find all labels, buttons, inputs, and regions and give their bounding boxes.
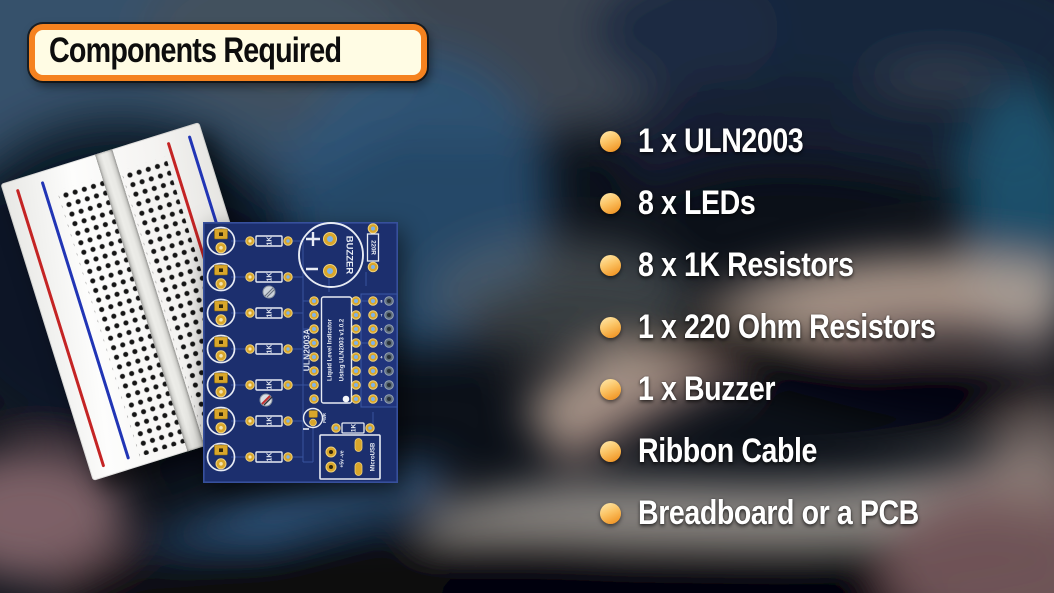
- page-title: Components Required: [49, 31, 342, 70]
- pwr-label: PWR: [322, 413, 327, 423]
- list-item: 1 x ULN2003: [600, 110, 992, 172]
- bullet-icon: [600, 130, 621, 152]
- list-item-label: Breadboard or a PCB: [638, 493, 919, 532]
- pcb-header-extension: 8 7 6 5 4 3 2 1: [368, 296, 394, 404]
- title-badge: Components Required: [29, 24, 428, 81]
- resistor-label: 1K: [267, 237, 274, 246]
- resistor-label: 1K: [267, 309, 274, 318]
- board-title-line2: Using ULN2003 v1.0.2: [340, 318, 346, 381]
- pin-number: 2: [381, 383, 383, 387]
- list-item: Ribbon Cable: [600, 420, 992, 482]
- buzzer-label: BUZZER: [343, 236, 354, 275]
- pin-number: 7: [381, 313, 383, 317]
- ic-label: ULN2003A: [301, 329, 311, 372]
- pcb-buzzer-footprint: BUZZER: [298, 222, 364, 288]
- bullet-icon: [600, 192, 621, 214]
- pcb-bottom-resistor: 1K: [331, 422, 375, 434]
- list-item-label: 1 x ULN2003: [638, 121, 804, 160]
- bullet-icon: [600, 254, 621, 276]
- list-item: 1 x Buzzer: [600, 358, 992, 420]
- bullet-icon: [600, 440, 621, 462]
- resistor-label: 1K: [267, 345, 274, 354]
- pin-number: 1: [381, 397, 383, 401]
- resistor-label: 1K: [351, 424, 358, 433]
- list-item-label: Ribbon Cable: [638, 431, 818, 470]
- list-item: Breadboard or a PCB: [600, 482, 992, 544]
- list-item: 8 x LEDs: [600, 172, 992, 234]
- pcb-ic-area: ULN2003A Liquid Level Indicator Using UL…: [301, 296, 361, 404]
- pcb-220r-footprint: 220R: [366, 223, 380, 273]
- usb-label: MicroUSB: [371, 442, 377, 471]
- list-item: 1 x 220 Ohm Resistors: [600, 296, 992, 358]
- board-title-line1: Liquid Level Indicator: [328, 318, 334, 381]
- list-item: 8 x 1K Resistors: [600, 234, 992, 296]
- list-item-label: 1 x Buzzer: [638, 369, 776, 408]
- resistor-label: 1K: [267, 381, 274, 390]
- resistor-label: 1K: [267, 417, 274, 426]
- pin-number: 8: [381, 299, 383, 303]
- bullet-icon: [600, 378, 621, 400]
- resistor-label: 1K: [267, 273, 274, 282]
- bullet-icon: [600, 316, 621, 338]
- pcb-microusb: +5v -ve MicroUSB: [319, 434, 381, 480]
- pcb-pwr-led: PWR: [302, 407, 327, 430]
- bullet-icon: [600, 502, 621, 524]
- pcb-screw-top: [262, 285, 276, 299]
- pin-number: 4: [381, 355, 383, 359]
- pcb-screw-bottom: [259, 393, 273, 407]
- pcb-image: 1K 1K 1K 1K 1K 1K 1K BUZZER 220R: [203, 222, 398, 483]
- list-item-label: 8 x 1K Resistors: [638, 245, 854, 284]
- list-item-label: 1 x 220 Ohm Resistors: [638, 307, 936, 346]
- list-item-label: 8 x LEDs: [638, 183, 756, 222]
- components-list: 1 x ULN2003 8 x LEDs 8 x 1K Resistors 1 …: [600, 110, 992, 544]
- usb-power-label: +5v -ve: [339, 450, 345, 467]
- resistor-label: 1K: [267, 453, 274, 462]
- pin-number: 3: [381, 369, 383, 373]
- resistor-220-label: 220R: [369, 240, 376, 255]
- pin-number: 6: [381, 327, 383, 331]
- pin-number: 5: [381, 341, 383, 345]
